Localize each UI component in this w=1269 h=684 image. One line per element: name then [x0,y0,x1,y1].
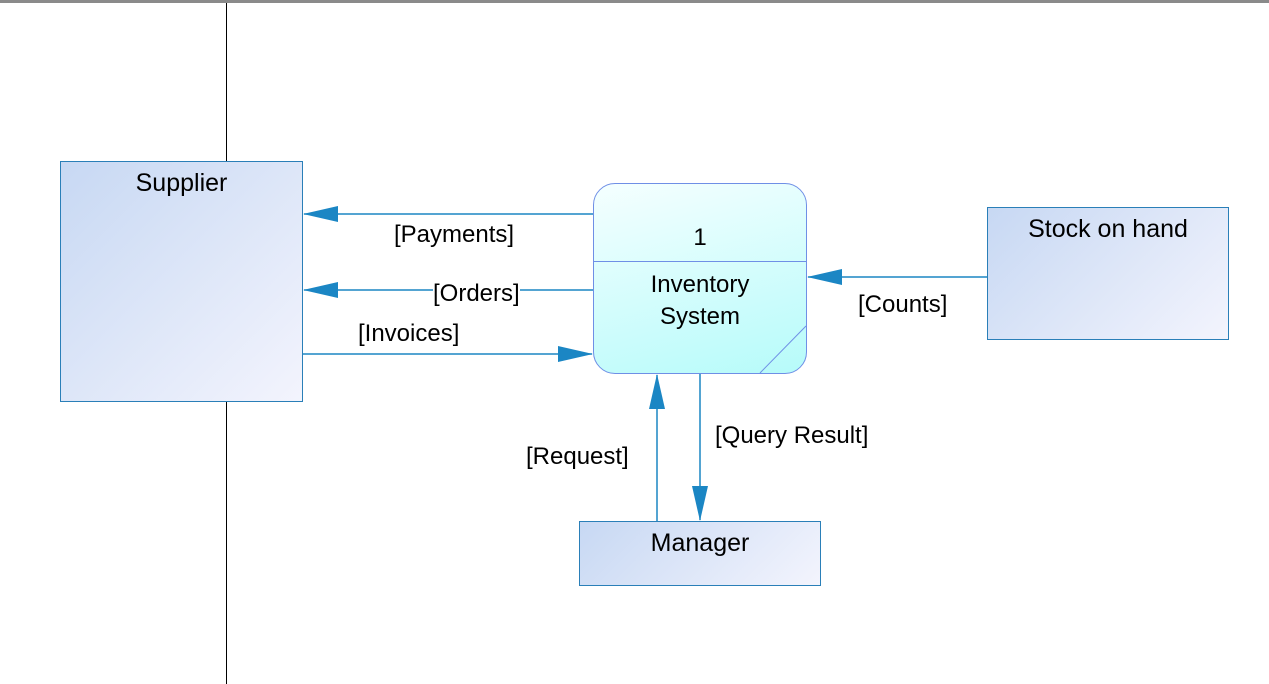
process-corner-line [759,325,807,374]
invoices-arrowhead [558,346,593,362]
process-inventory-system[interactable]: 1 Inventory System [593,183,807,374]
payments-arrowhead [303,206,338,222]
request-arrowhead [649,374,665,409]
payments-flow-label: [Payments] [394,221,515,249]
supplier-entity[interactable]: Supplier [60,161,303,402]
manager-entity[interactable]: Manager [579,521,821,586]
orders-arrowhead [303,282,338,298]
process-name: Inventory System [650,271,750,330]
process-id: 1 [693,224,707,251]
manager-label: Manager [650,529,750,557]
counts-flow-label: [Counts] [858,291,948,319]
stock-label: Stock on hand [1028,215,1188,243]
supplier-label: Supplier [135,169,228,197]
top-border [0,0,1269,3]
invoices-flow-label: [Invoices] [358,320,460,347]
counts-arrowhead [807,269,842,285]
orders-flow-label: [Orders] [433,280,520,308]
process-id-area: 1 [594,184,806,262]
query-result-arrowhead [692,486,708,521]
query-result-flow-label: [Query Result] [715,422,869,450]
stock-entity[interactable]: Stock on hand [987,207,1229,340]
request-flow-label: [Request] [526,443,629,471]
